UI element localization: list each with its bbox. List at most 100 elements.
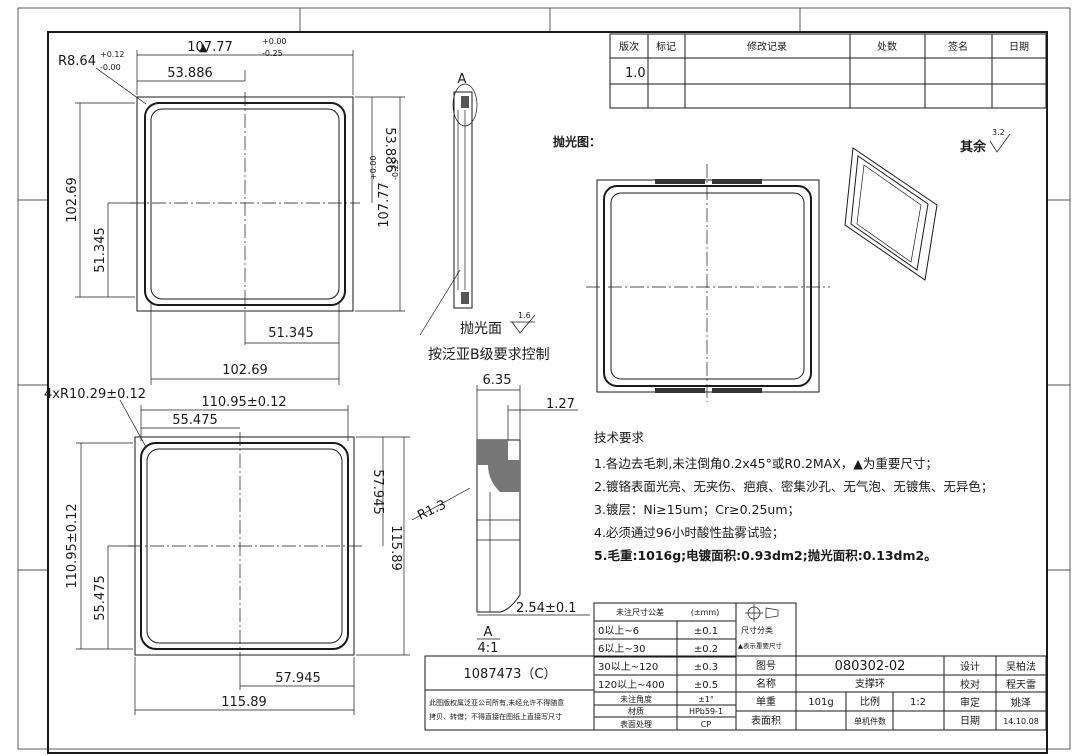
tol-value-3: ±0.3: [694, 662, 718, 673]
rev-header-date: 日期: [1009, 41, 1029, 53]
date-label: 日期: [960, 715, 980, 727]
v1-height-left: 102.69: [65, 177, 80, 223]
tol-header-right: (±mm): [691, 608, 720, 617]
weight-value: 101g: [808, 697, 833, 708]
v1-half-width-bottom: 51.345: [268, 326, 314, 341]
detail-label: A: [484, 625, 493, 640]
rev-version-value: 1.0: [625, 66, 646, 81]
dimension-class-label: 尺寸分类: [741, 625, 773, 635]
v2-width-bottom: 115.89: [221, 695, 267, 710]
rest-label: 其余: [960, 139, 987, 155]
tech-req-item-1: 1.各边去毛刺,未注倒角0.2x45°或R0.2MAX，▲为重要尺寸；: [594, 456, 938, 471]
view-2-front: 4xR10.29±0.12 110.95±0.12 55.475 57.945 …: [44, 387, 410, 715]
v2-half-height-left: 55.475: [93, 575, 108, 621]
detail-dim-step: 1.27: [546, 397, 575, 412]
surface-value: CP: [701, 720, 712, 729]
drawing-no: 080302-02: [835, 659, 906, 674]
design-label: 设计: [960, 660, 980, 673]
v2-corner-radius: 4xR10.29±0.12: [44, 387, 146, 402]
rev-header-sign: 签名: [948, 40, 968, 53]
title-block: 未注尺寸公差 (±mm) 0以上~6 ±0.1 6以上~30 ±0.2 30以上…: [424, 602, 1047, 731]
v1-corner-radius-tol-upper: +0.12: [100, 50, 125, 59]
v2-half-width-bottom: 57.945: [275, 671, 321, 686]
rev-header-record: 修改记录: [747, 40, 787, 53]
tol-header-left: 未注尺寸公差: [616, 607, 664, 617]
per-unit-label: 单机件数: [854, 716, 886, 726]
design-name: 吴柏法: [1006, 660, 1036, 673]
part-name: 支撑环: [855, 677, 885, 690]
v2-height-left: 110.95±0.12: [65, 503, 80, 588]
v1-half-height-left: 51.345: [93, 227, 108, 273]
polish-face-label: 抛光面: [460, 321, 502, 337]
tol-range-2: 6以上~30: [598, 643, 645, 655]
detail-scale: 4:1: [478, 641, 499, 656]
v1-height-tol-upper: +0.00: [369, 155, 378, 180]
scale-label: 比例: [860, 695, 880, 708]
dimension-class-note: ▲表示重要尺寸: [738, 641, 782, 650]
v1-height-tol-lower: -0.25: [391, 159, 400, 180]
tol-value-4: ±0.5: [694, 680, 718, 691]
v2-half-width-top: 55.475: [172, 413, 218, 428]
v2-width-top: 110.95±0.12: [201, 395, 286, 410]
drawing-no-label: 图号: [756, 660, 776, 672]
tech-req-item-2: 2.镀铬表面光亮、无夹伤、疤痕、密集沙孔、无气泡、无镀焦、无异色；: [594, 479, 993, 494]
copyright-line-1: 此图版权属泛亚公司所有,未经允许不得随意: [429, 698, 564, 707]
check-name: 程天雷: [1006, 679, 1036, 691]
detail-radius: R1.3: [415, 497, 448, 523]
tol-angle-value: ±1°: [698, 695, 714, 704]
tol-value-1: ±0.1: [694, 626, 718, 637]
polish-view-title: 抛光图：: [553, 134, 601, 149]
tol-range-4: 120以上~400: [598, 679, 665, 691]
control-note: 按泛亚B级要求控制: [428, 347, 550, 363]
view-1-front: 107.77 ▲ +0.00 -0.25 53.886 R8.64 +0.12 …: [58, 37, 405, 385]
surface-label: 表面处理: [620, 719, 652, 729]
part-code: 1087473（C）: [464, 667, 557, 682]
rev-header-mark: 标记: [656, 41, 676, 53]
v1-corner-radius: R8.64: [58, 54, 96, 69]
polish-face-roughness: 1.6: [518, 311, 531, 320]
tech-req-item-5: 5.毛重:1016g;电镀面积:0.93dm2;抛光面积:0.13dm2。: [594, 548, 937, 563]
v1-width-bottom: 102.69: [222, 363, 268, 378]
v1-width-tol-lower: -0.25: [262, 49, 283, 58]
v2-half-height-right: 57.945: [370, 469, 385, 515]
rev-header-version: 版次: [619, 40, 639, 53]
name-label: 名称: [756, 677, 776, 690]
detail-dim-bottom: 2.54±0.1: [516, 601, 577, 616]
area-label: 表面积: [751, 714, 781, 727]
section-a-view: A 抛光面 1.6 按泛亚B级要求控制: [419, 72, 550, 363]
tol-range-3: 30以上~120: [598, 661, 658, 673]
tech-req-item-4: 4.必须通过96小时酸性盐雾试验；: [594, 525, 784, 540]
v1-width-main: 107.77: [187, 40, 233, 55]
check-label: 校对: [960, 678, 980, 691]
copyright-line-2: 拷贝、转借；不得直接在图纸上直接写尺寸: [429, 712, 562, 721]
v1-half-height-right: 53.886: [382, 127, 397, 173]
material-label: 材质: [628, 706, 644, 716]
detail-dim-top: 6.35: [483, 373, 512, 388]
revision-table: 版次 标记 修改记录 处数 签名 日期 1.0: [609, 33, 1047, 109]
weight-label: 单重: [756, 695, 776, 708]
v1-half-width-top: 53.886: [167, 66, 213, 81]
date-value: 14.10.08: [1003, 717, 1039, 726]
rev-header-count: 处数: [877, 40, 897, 53]
rest-roughness: 3.2: [992, 128, 1005, 137]
v1-width-tol-upper: +0.00: [262, 37, 287, 46]
tech-req-item-3: 3.镀层：Ni≥15um；Cr≥0.25um；: [594, 502, 800, 517]
important-dim-marker: ▲: [199, 41, 208, 54]
tech-requirements: 技术要求 1.各边去毛刺,未注倒角0.2x45°或R0.2MAX，▲为重要尺寸；…: [594, 430, 993, 563]
tech-req-title: 技术要求: [594, 430, 645, 445]
tol-range-1: 0以上~6: [598, 625, 639, 637]
tol-value-2: ±0.2: [694, 644, 718, 655]
material-value: HPb59-1: [689, 707, 723, 716]
scale-value: 1:2: [910, 697, 926, 708]
sheet-border: [17, 7, 1071, 754]
v1-corner-radius-tol-lower: -0.00: [100, 63, 121, 72]
tol-angle-label: 未注角度: [620, 694, 652, 704]
review-label: 审定: [960, 696, 980, 709]
detail-a-view: 6.35 1.27 R1.3 2.54±0.1 A 4:1: [411, 373, 590, 656]
section-label-top: A: [458, 72, 467, 87]
polish-view: 抛光图： 其余 3.2: [553, 128, 1011, 402]
review-name: 姚泽: [1011, 696, 1031, 709]
v2-height-right: 115.89: [388, 525, 403, 571]
v1-height-right-main: 107.77: [377, 182, 392, 228]
